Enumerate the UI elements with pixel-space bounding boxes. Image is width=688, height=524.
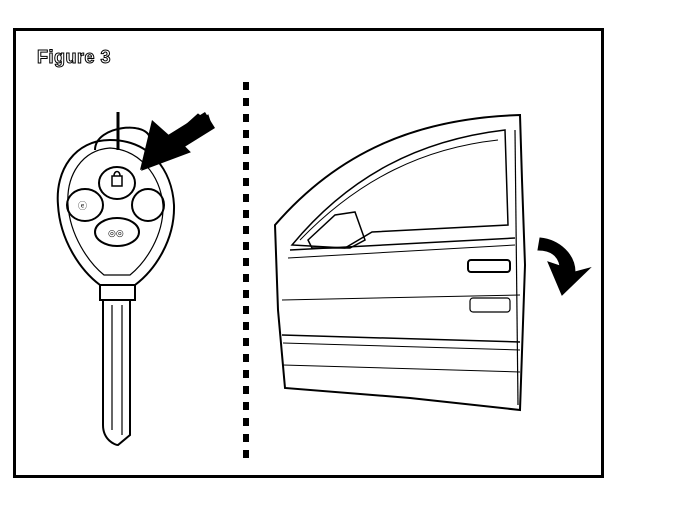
panic-button-icon	[94, 217, 140, 247]
figure-title: Figure 3	[36, 47, 112, 68]
svg-text:◎◎: ◎◎	[108, 229, 124, 239]
trunk-button-icon	[131, 188, 165, 222]
key-fob-illustration: ⓔ ◎◎	[56, 112, 176, 447]
door-handle-icon	[467, 259, 511, 273]
car-door-illustration	[273, 113, 527, 412]
unlock-button-icon	[66, 188, 104, 222]
lock-button-icon	[98, 166, 136, 200]
curved-arrow-icon	[537, 237, 592, 296]
svg-text:ⓔ: ⓔ	[78, 201, 87, 212]
